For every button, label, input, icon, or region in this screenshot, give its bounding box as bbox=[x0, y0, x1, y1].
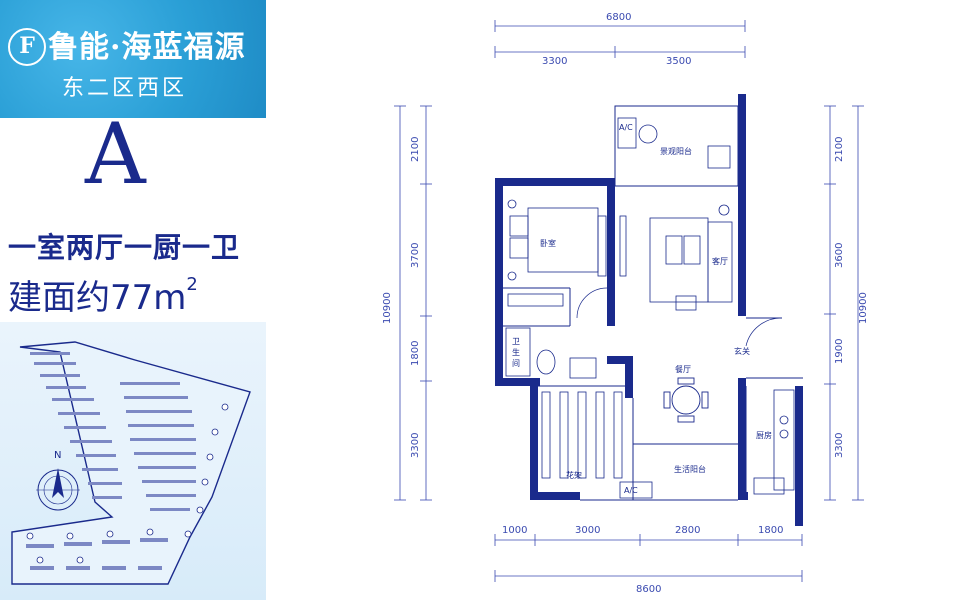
dim-top-segment-1: 3300 bbox=[542, 56, 567, 67]
room-label-bathroom-3: 间 bbox=[512, 359, 520, 368]
room-label-dining: 餐厅 bbox=[675, 365, 691, 374]
dimension-lines bbox=[394, 20, 864, 582]
dim-right-segment-3: 1900 bbox=[834, 339, 845, 364]
unit-type-letter: A bbox=[85, 105, 146, 203]
dim-left-segment-3: 1800 bbox=[410, 341, 421, 366]
bathroom-fixtures bbox=[505, 327, 597, 379]
walls bbox=[495, 94, 803, 526]
dim-top-total: 6800 bbox=[606, 12, 631, 23]
site-map-drawing: N bbox=[11, 341, 251, 585]
dim-bottom-segment-2: 3000 bbox=[575, 525, 600, 536]
living-furniture bbox=[619, 204, 733, 311]
floor-plan-drawing: 6800 3300 3500 1000 3000 2800 1800 8600 … bbox=[382, 12, 869, 595]
brand-name: 鲁能·海蓝福源 bbox=[48, 30, 246, 65]
dim-bottom-total: 8600 bbox=[636, 584, 661, 595]
ac-label-1: A/C bbox=[619, 123, 633, 132]
dim-right-segment-1: 2100 bbox=[834, 137, 845, 162]
building-blocks bbox=[26, 352, 196, 570]
compass-north-label: N bbox=[54, 450, 61, 461]
dim-left-segment-2: 3700 bbox=[410, 243, 421, 268]
dim-left-total: 10900 bbox=[382, 292, 393, 324]
highlighted-buildings bbox=[26, 403, 229, 564]
brand-district: 东二区西区 bbox=[62, 76, 188, 101]
kitchen-fixtures bbox=[753, 389, 795, 495]
room-label-balcony-view: 景观阳台 bbox=[660, 146, 692, 156]
room-label-living: 客厅 bbox=[712, 256, 728, 266]
brand-banner: F 鲁能·海蓝福源 东二区西区 bbox=[0, 0, 266, 118]
room-label-flower-rack: 花架 bbox=[566, 470, 582, 480]
compass-north-icon bbox=[36, 468, 80, 511]
bedroom-furniture bbox=[507, 199, 607, 307]
unit-area: 建面约77m2 bbox=[8, 270, 198, 319]
unit-area-superscript: 2 bbox=[186, 274, 198, 295]
room-label-utility-balcony: 生活阳台 bbox=[674, 464, 706, 474]
dim-bottom-segment-1: 1000 bbox=[502, 525, 527, 536]
flower-rack bbox=[541, 391, 623, 479]
ac-unit-1 bbox=[617, 117, 637, 149]
dim-left-segment-4: 3300 bbox=[410, 433, 421, 458]
dim-right-segment-4: 3300 bbox=[834, 433, 845, 458]
site-boundary bbox=[11, 341, 251, 585]
dim-left-segment-1: 2100 bbox=[410, 137, 421, 162]
floor-plan: 6800 3300 3500 1000 3000 2800 1800 8600 … bbox=[370, 6, 890, 596]
room-label-kitchen: 厨房 bbox=[756, 430, 772, 440]
ac-unit-2 bbox=[619, 481, 653, 499]
dining-table-icon bbox=[663, 377, 709, 423]
ac-label-2: A/C bbox=[624, 486, 638, 495]
brand-logo-icon: F bbox=[8, 28, 46, 66]
room-label-bathroom-2: 生 bbox=[512, 347, 520, 357]
dim-right-total: 10900 bbox=[858, 292, 869, 324]
room-label-bathroom-1: 卫 bbox=[512, 337, 520, 346]
room-label-bedroom: 卧室 bbox=[540, 238, 556, 248]
door-swings bbox=[576, 287, 783, 347]
balcony-plant-icon bbox=[638, 124, 731, 169]
dim-bottom-segment-4: 1800 bbox=[758, 525, 783, 536]
dim-right-segment-2: 3600 bbox=[834, 243, 845, 268]
dim-top-segment-2: 3500 bbox=[666, 56, 691, 67]
room-label-foyer: 玄关 bbox=[734, 346, 750, 356]
thin-walls bbox=[503, 105, 803, 501]
site-map: N bbox=[0, 322, 266, 600]
dim-bottom-segment-3: 2800 bbox=[675, 525, 700, 536]
unit-layout: 一室两厅一厨一卫 bbox=[8, 231, 241, 264]
unit-area-text: 建面约77m bbox=[8, 278, 187, 318]
